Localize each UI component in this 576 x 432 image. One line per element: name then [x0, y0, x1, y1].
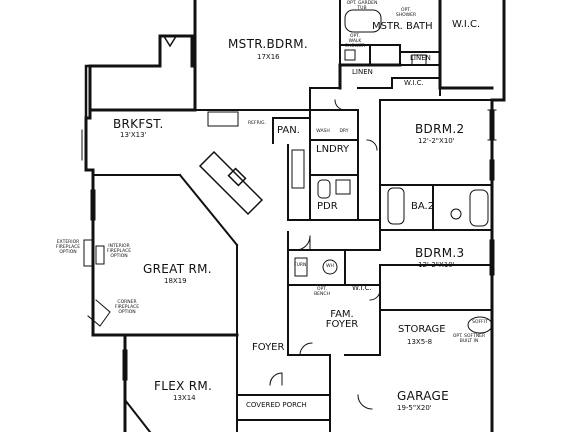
note-refrig: REFRIG.: [248, 121, 266, 126]
exterior-walls: [84, 0, 506, 432]
room-label-garage: GARAGE: [397, 389, 450, 403]
room-label-wic-bdrm2: W.I.C.: [404, 79, 424, 87]
room-dims-great-room: 18X19: [164, 277, 187, 285]
room-label-great-room: GREAT RM.: [143, 262, 212, 276]
note-opt-walk-shower: OPT. WALK SHOWER: [344, 34, 366, 50]
note-soffit: SOFFIT: [472, 320, 488, 325]
room-dims-bedroom3: 12'-2"X10': [418, 261, 455, 269]
room-dims-storage: 13X5-8: [407, 338, 433, 346]
room-label-flex-room: FLEX RM.: [154, 379, 213, 393]
note-furn: FURN: [294, 263, 307, 268]
note-dryer: DRY: [339, 129, 349, 134]
note-wh: WH: [326, 264, 334, 269]
room-label-master-bedroom: MSTR.BDRM.: [228, 37, 309, 51]
room-dims-garage: 19-5"X20': [397, 404, 432, 412]
room-label-covered-porch: COVERED PORCH: [246, 401, 307, 409]
room-label-master-bath: MSTR. BATH: [372, 21, 433, 32]
door-swings: [269, 99, 381, 410]
room-label-laundry: LNDRY: [316, 144, 350, 155]
room-label-pantry: PAN.: [277, 125, 300, 136]
soffit-note: [467, 316, 493, 334]
room-label-powder: PDR: [317, 201, 338, 212]
note-interior-fireplace: INTERIOR FIREPLACE OPTION: [106, 244, 132, 260]
note-opt-shower: OPT. SHOWER: [395, 8, 417, 19]
kitchen-island: [198, 150, 264, 216]
room-label-wic-bdrm3: W.I.C.: [352, 284, 372, 292]
room-label-linen-1: LINEN: [352, 68, 373, 76]
note-opt-bench: OPT. BENCH: [314, 287, 330, 298]
room-dims-flex-room: 13X14: [173, 394, 196, 402]
room-label-bedroom2: BDRM.2: [415, 122, 465, 136]
note-exterior-fireplace: EXTERIOR FIREPLACE OPTION: [55, 240, 81, 256]
note-washer: WASH: [316, 129, 330, 134]
room-label-wic-master: W.I.C.: [452, 19, 481, 30]
note-garden-tub: OPT. GARDEN TUB: [346, 1, 378, 12]
room-label-bedroom3: BDRM.3: [415, 246, 465, 260]
note-opt-softner: OPT. SOFTNER BUILT IN: [452, 334, 486, 345]
room-dims-bedroom2: 12'-2"X10': [418, 137, 455, 145]
fixtures: [207, 9, 489, 277]
room-dims-breakfast: 13'X13': [120, 131, 147, 139]
room-label-foyer: FOYER: [252, 342, 285, 353]
room-label-fam-foyer: FAM. FOYER: [325, 309, 359, 330]
room-label-storage: STORAGE: [398, 324, 446, 335]
interior-walls: [92, 0, 493, 432]
windows: [81, 109, 497, 381]
room-label-linen-2: LINEN: [410, 54, 431, 62]
note-corner-fireplace: CORNER FIREPLACE OPTION: [114, 300, 140, 316]
fireplace-options: [83, 239, 111, 327]
room-label-ba2: BA.2: [411, 201, 435, 212]
room-label-breakfast: BRKFST.: [113, 117, 164, 131]
room-dims-master-bedroom: 17X16: [257, 53, 280, 61]
